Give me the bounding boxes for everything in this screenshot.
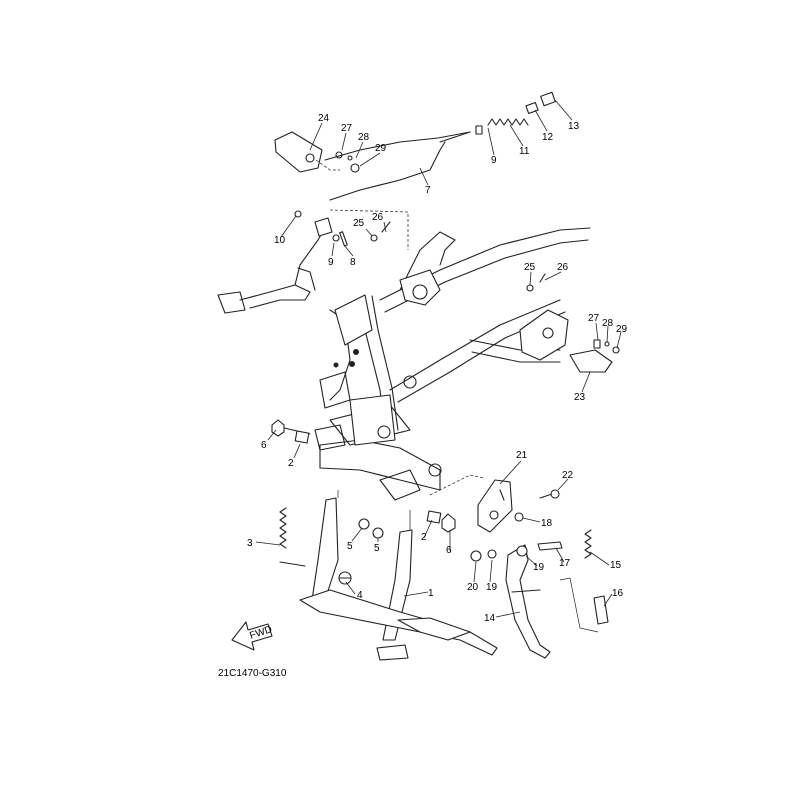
callout-10: 10 (274, 235, 286, 246)
callout-6: 6 (446, 545, 452, 556)
footrest-right-assembly (526, 273, 620, 373)
callout-6: 6 (261, 440, 267, 451)
callout-27: 27 (588, 313, 600, 324)
callout-19: 19 (486, 582, 498, 593)
callout-labels: 24 27 28 29 7 9 11 12 13 10 25 26 9 8 25… (247, 113, 628, 624)
callout-29: 29 (616, 324, 628, 335)
callout-20: 20 (467, 582, 479, 593)
side-stand-bracket-21 (477, 479, 513, 533)
callout-8: 8 (350, 257, 356, 268)
fwd-arrow: FWD (231, 621, 274, 651)
cover-16 (593, 595, 609, 625)
callout-18: 18 (541, 518, 553, 529)
callout-13: 13 (568, 121, 580, 132)
frame (314, 227, 591, 501)
callout-25: 25 (353, 218, 365, 229)
callout-5: 5 (347, 541, 353, 552)
spring-15 (584, 529, 592, 559)
callout-27: 27 (341, 123, 353, 134)
main-stand-assembly (279, 490, 498, 661)
callout-17: 17 (559, 558, 571, 569)
callout-14: 14 (484, 613, 496, 624)
callout-22: 22 (562, 470, 574, 481)
brake-pedal-assembly (217, 91, 556, 314)
brake-rod (324, 131, 471, 161)
callout-leaders (255, 99, 622, 618)
callout-2: 2 (421, 532, 427, 543)
spring-3 (279, 507, 287, 549)
callout-1: 1 (428, 588, 434, 599)
callout-5: 5 (374, 543, 380, 554)
callout-28: 28 (602, 318, 614, 329)
callout-16: 16 (612, 588, 624, 599)
callout-2: 2 (288, 458, 294, 469)
callout-15: 15 (610, 560, 622, 571)
callout-4: 4 (357, 590, 363, 601)
callout-7: 7 (425, 185, 431, 196)
callout-24: 24 (318, 113, 330, 124)
callout-29: 29 (375, 143, 387, 154)
callout-9: 9 (491, 155, 497, 166)
callout-26: 26 (557, 262, 569, 273)
left-bolts (271, 419, 311, 444)
callout-28: 28 (358, 132, 370, 143)
callout-26: 26 (372, 212, 384, 223)
footrest-23 (569, 349, 613, 373)
callout-11: 11 (519, 146, 530, 157)
callout-9: 9 (328, 257, 334, 268)
callout-12: 12 (542, 132, 554, 143)
callout-23: 23 (574, 392, 586, 403)
callout-3: 3 (247, 538, 253, 549)
callout-25: 25 (524, 262, 536, 273)
brake-pedal-pad (217, 291, 246, 314)
diagram-code: 21C1470-G310 (218, 668, 287, 679)
callout-21: 21 (516, 450, 528, 461)
callout-19: 19 (533, 562, 545, 573)
